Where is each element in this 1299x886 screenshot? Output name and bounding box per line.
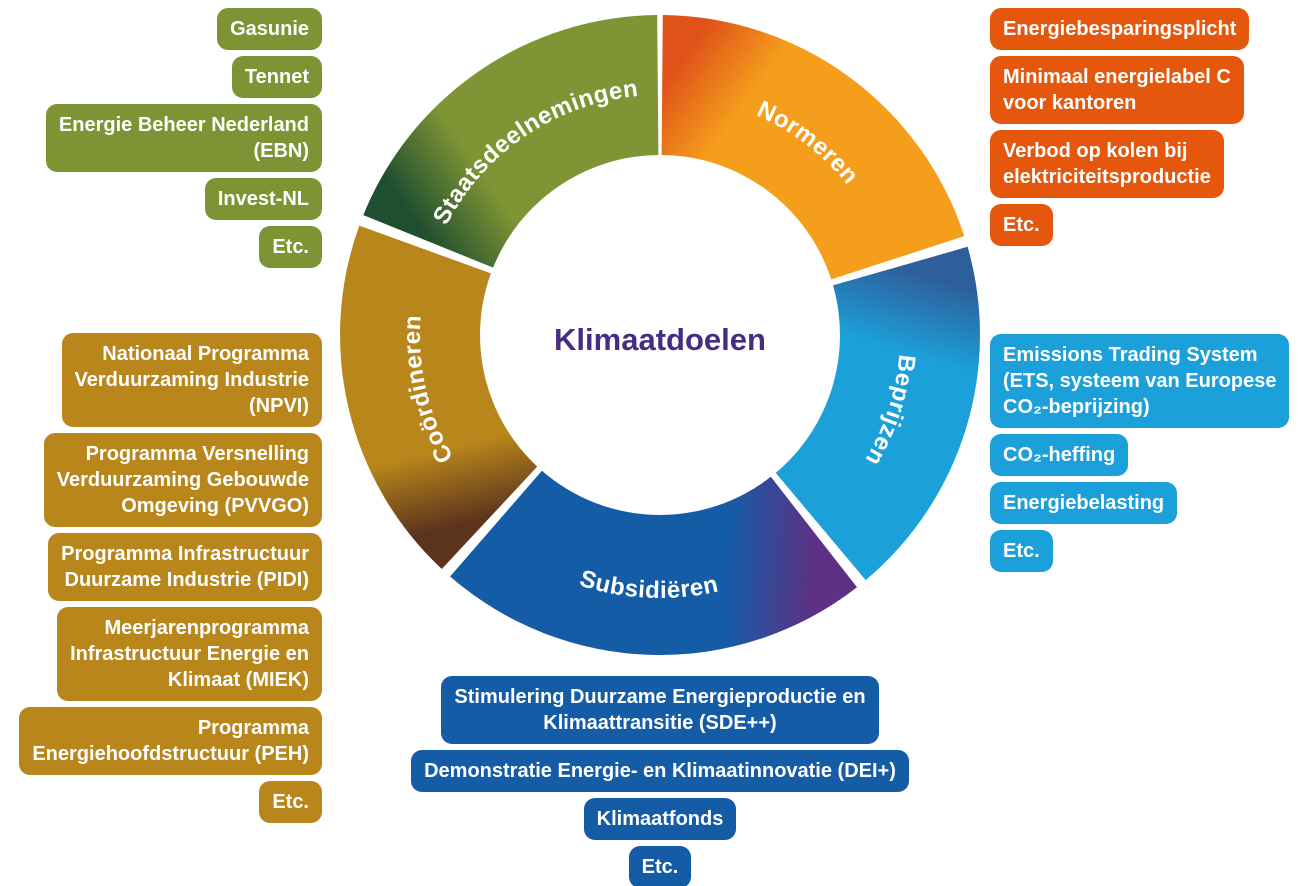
info-box: Etc. bbox=[628, 846, 692, 886]
info-box: Etc. bbox=[990, 204, 1053, 246]
segment-normeren bbox=[661, 15, 965, 280]
info-box: Verbod op kolen bij elektriciteitsproduc… bbox=[990, 130, 1224, 198]
info-box: Meerjarenprogramma Infrastructuur Energi… bbox=[57, 607, 322, 701]
info-box: Emissions Trading System (ETS, systeem v… bbox=[990, 334, 1290, 428]
info-box: Programma Versnelling Verduurzaming Gebo… bbox=[43, 433, 322, 527]
info-box: Tennet bbox=[231, 56, 322, 98]
info-box: Etc. bbox=[990, 530, 1053, 572]
group-beprijzen-list: Emissions Trading System (ETS, systeem v… bbox=[990, 334, 1299, 572]
info-box: Gasunie bbox=[217, 8, 322, 50]
info-box: Etc. bbox=[259, 781, 322, 823]
info-box: Minimaal energielabel C voor kantoren bbox=[990, 56, 1244, 124]
info-box: Nationaal Programma Verduurzaming Indust… bbox=[61, 333, 322, 427]
segment-beprijzen bbox=[775, 246, 980, 581]
group-normeren-list: Energiebesparingsplicht Minimaal energie… bbox=[990, 8, 1299, 246]
group-subsidieren-list: Stimulering Duurzame Energieproductie en… bbox=[20, 676, 1299, 886]
wheel-center-label: Klimaatdoelen bbox=[554, 322, 766, 357]
info-box: Energiebelasting bbox=[990, 482, 1178, 524]
group-coordineren-list: Nationaal Programma Verduurzaming Indust… bbox=[0, 333, 322, 823]
info-box: Programma Energiehoofdstructuur (PEH) bbox=[19, 707, 322, 775]
info-box: Energiebesparingsplicht bbox=[990, 8, 1250, 50]
info-box: Etc. bbox=[259, 226, 322, 268]
segment-coordineren bbox=[340, 225, 538, 569]
segment-subsidieren bbox=[450, 470, 857, 655]
info-box: Stimulering Duurzame Energieproductie en… bbox=[441, 676, 879, 744]
info-box: Demonstratie Energie- en Klimaatinnovati… bbox=[411, 750, 909, 792]
info-box: Programma Infrastructuur Duurzame Indust… bbox=[48, 533, 322, 601]
group-staatsdeelnemingen-list: Gasunie Tennet Energie Beheer Nederland … bbox=[0, 8, 322, 268]
info-box: Klimaatfonds bbox=[583, 798, 737, 840]
info-box: Invest-NL bbox=[204, 178, 322, 220]
info-box: CO₂-heffing bbox=[990, 434, 1129, 476]
segment-staatsdeelnemingen bbox=[363, 15, 659, 268]
info-box: Energie Beheer Nederland (EBN) bbox=[45, 104, 322, 172]
